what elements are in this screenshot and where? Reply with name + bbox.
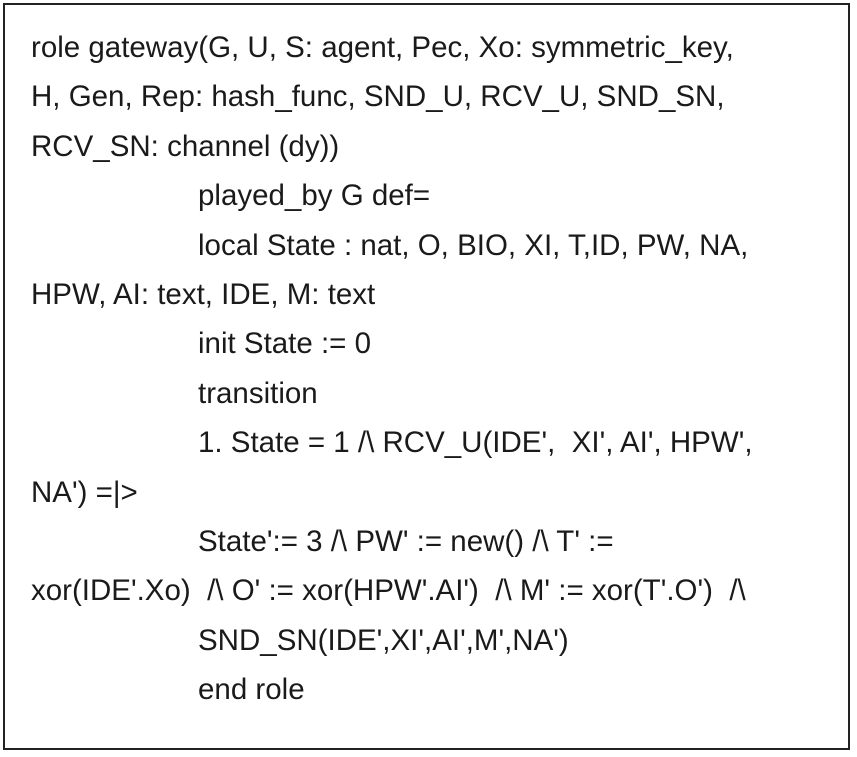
code-line: State':= 3 /\ PW' := new() /\ T' := [198, 524, 614, 558]
code-line: end role [198, 673, 305, 707]
code-line: HPW, AI: text, IDE, M: text [31, 277, 376, 311]
code-line: SND_SN(IDE',XI',AI',M',NA') [198, 623, 569, 657]
code-line: init State := 0 [198, 327, 372, 361]
code-line: local State : nat, O, BIO, XI, T,ID, PW,… [198, 228, 749, 262]
code-line: played_by G def= [198, 179, 431, 213]
code-line: NA') =|> [31, 475, 138, 509]
code-line: transition [198, 376, 318, 410]
code-line: 1. State = 1 /\ RCV_U(IDE', XI', AI', HP… [198, 426, 753, 460]
code-listing: role gateway(G, U, S: agent, Pec, Xo: sy… [31, 23, 841, 714]
code-line: H, Gen, Rep: hash_func, SND_U, RCV_U, SN… [31, 80, 725, 114]
code-line: RCV_SN: channel (dy)) [31, 129, 340, 163]
code-line: xor(IDE'.Xo) /\ O' := xor(HPW'.AI') /\ M… [31, 574, 746, 608]
code-line: role gateway(G, U, S: agent, Pec, Xo: sy… [31, 31, 734, 64]
code-box: role gateway(G, U, S: agent, Pec, Xo: sy… [3, 3, 850, 750]
